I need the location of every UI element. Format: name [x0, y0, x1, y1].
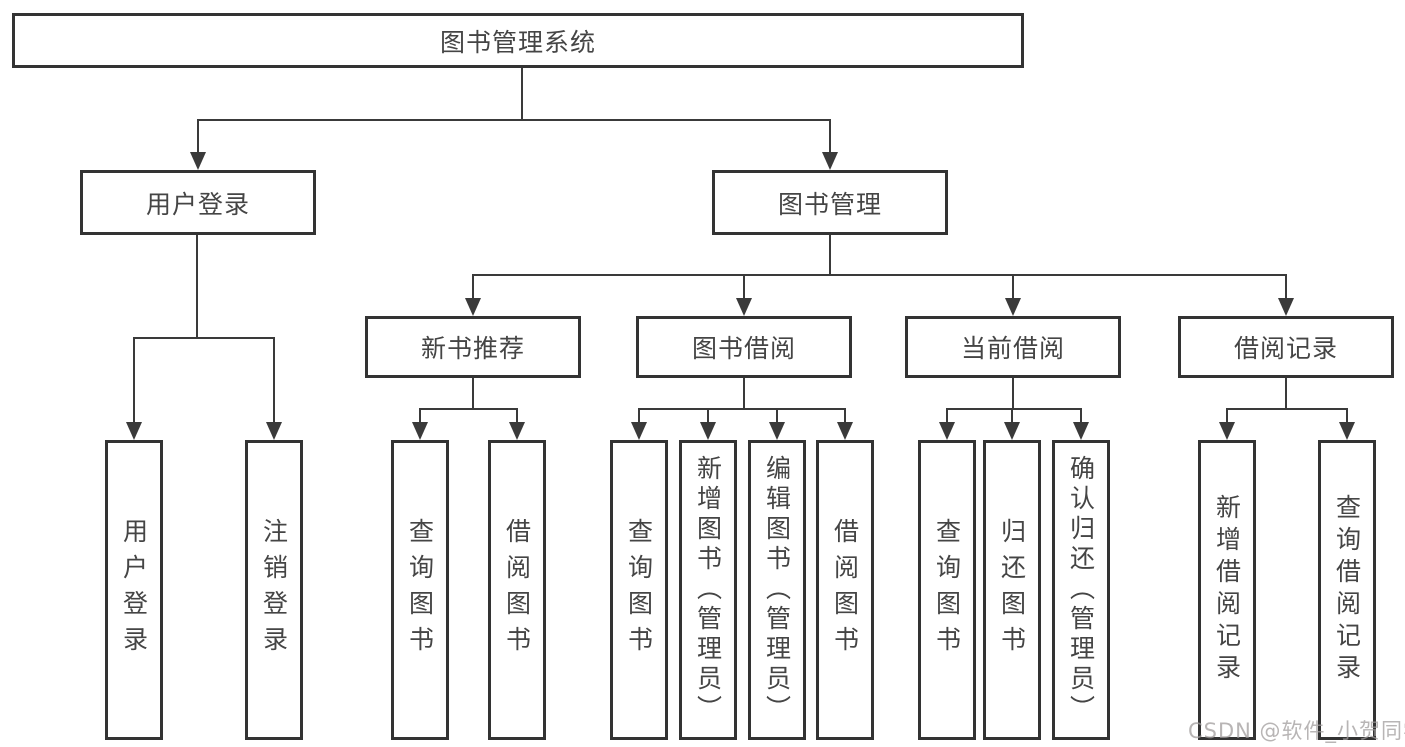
leaf-borrowing-borrow-books: 借阅图书: [816, 440, 874, 740]
connector-hline: [133, 337, 275, 339]
node-book-management: 图书管理: [712, 170, 948, 235]
leaf-add-borrow-record: 新增借阅记录: [1198, 440, 1256, 740]
connector-hline: [197, 119, 831, 121]
connector-vline: [1011, 409, 1013, 426]
connector-management-stem: [829, 235, 831, 275]
connector-vline: [638, 409, 640, 426]
connector-vline: [829, 120, 831, 156]
connector-hline: [1226, 408, 1348, 410]
leaf-label: 查询图书: [405, 518, 435, 662]
leaf-label: 查询借阅记录: [1332, 494, 1362, 686]
arrow-down-icon: [631, 422, 647, 440]
node-library-management-system: 图书管理系统: [12, 13, 1024, 68]
connector-vline: [776, 409, 778, 426]
connector-vline: [1080, 409, 1082, 426]
arrow-down-icon: [700, 422, 716, 440]
leaf-label: 编辑图书（管理员）: [762, 455, 792, 725]
arrow-down-icon: [939, 422, 955, 440]
connector-vline: [1346, 409, 1348, 426]
connector-login-stem: [196, 235, 198, 338]
arrow-down-icon: [769, 422, 785, 440]
leaf-label: 用户登录: [119, 518, 149, 662]
node-borrowing-records: 借阅记录: [1178, 316, 1394, 378]
arrow-down-icon: [412, 422, 428, 440]
arrow-down-icon: [1339, 422, 1355, 440]
connector-hline: [946, 408, 1082, 410]
connector-hline: [419, 408, 518, 410]
node-book-borrowing: 图书借阅: [636, 316, 852, 378]
leaf-label: 借阅图书: [830, 518, 860, 662]
leaf-label: 确认归还（管理员）: [1066, 455, 1096, 725]
leaf-label: 归还图书: [997, 518, 1027, 662]
leaf-confirm-return-admin: 确认归还（管理员）: [1052, 440, 1110, 740]
connector-vline: [1285, 378, 1287, 409]
connector-vline: [516, 409, 518, 426]
arrow-down-icon: [266, 422, 282, 440]
leaf-return-book: 归还图书: [983, 440, 1041, 740]
leaf-recommend-borrow-books: 借阅图书: [488, 440, 546, 740]
leaf-add-book-admin: 新增图书（管理员）: [679, 440, 737, 740]
connector-hline: [472, 274, 1287, 276]
node-label: 借阅记录: [1233, 334, 1338, 363]
leaf-label: 查询图书: [932, 518, 962, 662]
leaf-label: 借阅图书: [502, 518, 532, 662]
connector-vline: [1226, 409, 1228, 426]
connector-vline: [1012, 378, 1014, 409]
connector-vline: [946, 409, 948, 426]
connector-vline: [1285, 275, 1287, 302]
connector-vline: [743, 275, 745, 302]
leaf-edit-book-admin: 编辑图书（管理员）: [748, 440, 806, 740]
node-label: 图书借阅: [691, 334, 796, 363]
node-label: 当前借阅: [960, 334, 1065, 363]
arrow-down-icon: [837, 422, 853, 440]
node-label: 图书管理系统: [439, 27, 596, 57]
connector-vline: [844, 409, 846, 426]
node-label: 新书推荐: [420, 334, 525, 363]
connector-vline: [197, 120, 199, 156]
leaf-label: 新增借阅记录: [1212, 494, 1242, 686]
connector-root-stem: [521, 68, 523, 120]
connector-vline: [743, 378, 745, 409]
leaf-label: 新增图书（管理员）: [693, 455, 723, 725]
connector-vline: [419, 409, 421, 426]
leaf-label: 查询图书: [624, 518, 654, 662]
arrow-down-icon: [736, 298, 752, 316]
connector-vline: [273, 338, 275, 426]
node-label: 图书管理: [777, 189, 882, 219]
arrow-down-icon: [1005, 298, 1021, 316]
arrow-down-icon: [1004, 422, 1020, 440]
leaf-query-borrow-record: 查询借阅记录: [1318, 440, 1376, 740]
connector-vline: [1012, 275, 1014, 302]
connector-hline: [638, 408, 846, 410]
arrow-down-icon: [1219, 422, 1235, 440]
node-label: 用户登录: [145, 189, 250, 219]
node-current-borrowing: 当前借阅: [905, 316, 1121, 378]
arrow-down-icon: [465, 298, 481, 316]
node-new-book-recommendation: 新书推荐: [365, 316, 581, 378]
arrow-down-icon: [190, 152, 206, 170]
arrow-down-icon: [126, 422, 142, 440]
arrow-down-icon: [1073, 422, 1089, 440]
arrow-down-icon: [1278, 298, 1294, 316]
arrow-down-icon: [509, 422, 525, 440]
connector-vline: [707, 409, 709, 426]
leaf-label: 注销登录: [259, 518, 289, 662]
arrow-down-icon: [822, 152, 838, 170]
leaf-recommend-query-books: 查询图书: [391, 440, 449, 740]
leaf-current-query-books: 查询图书: [918, 440, 976, 740]
leaf-logout: 注销登录: [245, 440, 303, 740]
leaf-user-login: 用户登录: [105, 440, 163, 740]
leaf-borrowing-query-books: 查询图书: [610, 440, 668, 740]
connector-vline: [133, 338, 135, 426]
connector-vline: [472, 275, 474, 302]
connector-vline: [472, 378, 474, 409]
watermark: CSDN @软件_小贺同学: [1188, 719, 1405, 743]
node-user-login: 用户登录: [80, 170, 316, 235]
